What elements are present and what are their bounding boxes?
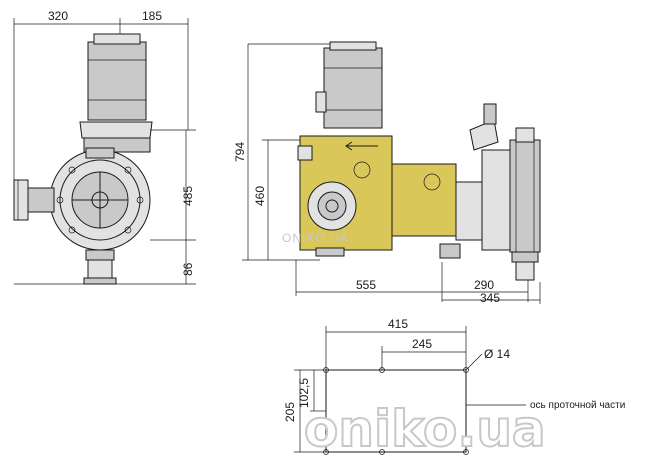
side-pump-head (509, 139, 541, 253)
dim-base-depth-half: 102,5 (297, 378, 311, 408)
flow-axis-label: ось проточной части (530, 400, 625, 411)
side-view: 794 460 (233, 41, 541, 305)
dim-front-height-base: 86 (181, 262, 195, 276)
dim-base-width-holes: 245 (412, 337, 432, 351)
dim-side-height-total: 794 (233, 142, 247, 162)
front-view: 320 185 (13, 9, 196, 285)
dim-front-width-left: 320 (48, 9, 68, 23)
watermark-small: ONIKO.UA (282, 231, 349, 245)
base-plan: 415 245 Ø 14 205 102,5 ось проточной час… (283, 317, 625, 455)
dim-side-height-center: 460 (253, 186, 267, 206)
dim-side-length-head: 290 (474, 278, 494, 292)
dim-front-width-right: 185 (142, 9, 162, 23)
dim-side-length-total: 345 (480, 291, 500, 305)
dim-front-height-total: 485 (181, 186, 195, 206)
dim-base-width-total: 415 (388, 317, 408, 331)
front-motor (87, 41, 147, 121)
dim-side-length-main: 555 (356, 278, 376, 292)
side-motor (323, 47, 383, 129)
dim-hole-diameter: Ø 14 (484, 347, 510, 361)
dim-base-depth-total: 205 (283, 402, 297, 422)
watermark-large: oniko.ua (304, 400, 546, 458)
